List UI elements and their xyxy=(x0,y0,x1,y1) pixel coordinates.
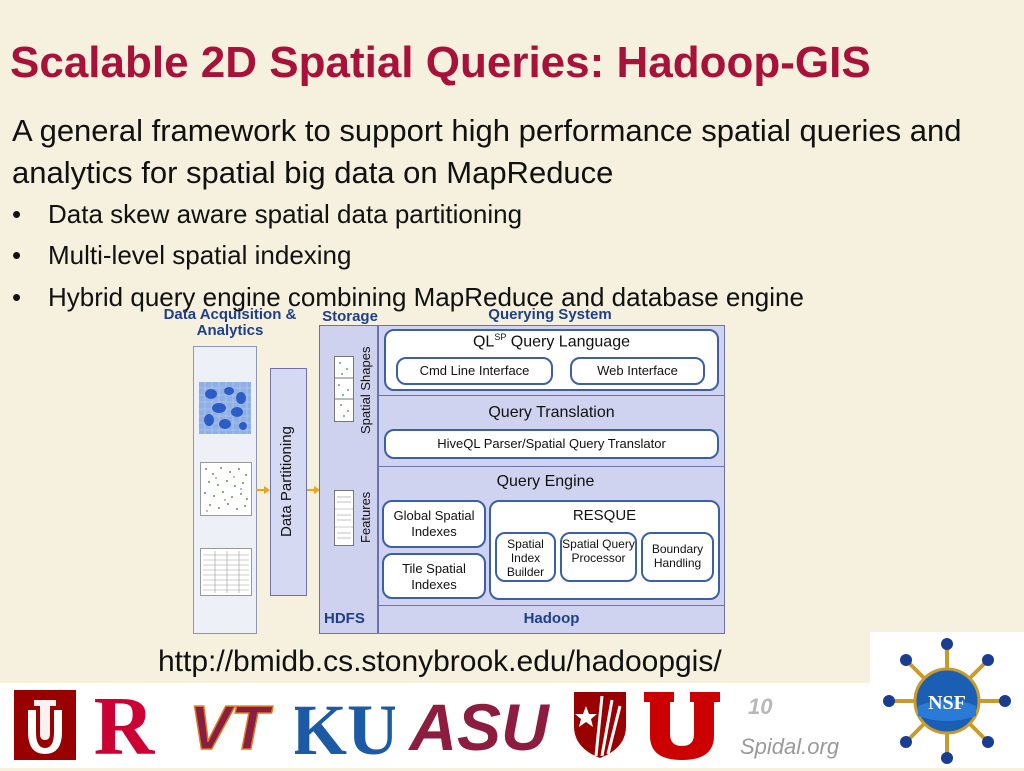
query-translation-title: Query Translation xyxy=(488,404,615,421)
web-interface-box: Web Interface xyxy=(570,357,705,385)
ku-logo: KU xyxy=(291,688,399,770)
logo-bar xyxy=(0,683,870,768)
data-partitioning-box xyxy=(270,368,307,596)
slide-title: Scalable 2D Spatial Queries: Hadoop-GIS xyxy=(10,38,871,87)
page-number: 10 xyxy=(748,694,773,719)
spatial-query-processor-box: Spatial Query Processor xyxy=(560,532,637,582)
bullet-dot: • xyxy=(12,199,22,229)
tile-spatial-indexes-box: Tile Spatial Indexes xyxy=(382,553,486,599)
divider xyxy=(378,395,725,396)
bullet-item: • Data skew aware spatial data partitioni… xyxy=(12,199,522,230)
bullet-item: • Multi-level spatial indexing xyxy=(12,240,351,271)
arrow-right-icon xyxy=(306,482,320,494)
svg-text:KU: KU xyxy=(295,690,395,762)
bullet-text: Hybrid query engine combining MapReduce … xyxy=(48,282,804,312)
spatial-shapes-label: Spatial Shapes xyxy=(358,346,373,434)
virginia-tech-logo: VT xyxy=(170,693,288,764)
storage-header: Storage xyxy=(322,308,378,325)
arrow-right-icon xyxy=(256,482,270,494)
query-language-title: QLSP Query Language xyxy=(472,332,630,351)
nsf-logo: NSF xyxy=(880,636,1014,766)
points-image-icon xyxy=(200,462,252,516)
slide-subtitle: A general framework to support high perf… xyxy=(12,113,962,190)
stony-brook-logo xyxy=(568,686,632,762)
resque-title: RESQUE xyxy=(572,507,637,524)
svg-text:ASU: ASU xyxy=(407,692,551,760)
hdfs-label: HDFS xyxy=(324,610,365,627)
utah-logo xyxy=(640,688,724,762)
features-label: Features xyxy=(358,491,373,543)
data-partitioning-label: Data Partitioning xyxy=(278,426,295,538)
bullet-dot: • xyxy=(12,282,22,312)
bullet-text: Multi-level spatial indexing xyxy=(48,240,352,270)
spatial-index-builder-box: Spatial Index Builder xyxy=(495,532,556,582)
table-image-icon xyxy=(200,548,252,596)
asu-logo: ASU xyxy=(404,690,554,764)
cmd-line-interface-box: Cmd Line Interface xyxy=(396,357,553,385)
features-stack-icon xyxy=(334,490,354,546)
rutgers-logo: R xyxy=(88,680,160,771)
querying-system-header: Querying System xyxy=(488,306,612,323)
bullet-item: • Hybrid query engine combining MapReduce… xyxy=(12,282,804,313)
project-url: http://bmidb.cs.stonybrook.edu/hadoopgis… xyxy=(158,645,722,678)
tissue-image-icon xyxy=(199,382,251,434)
divider xyxy=(378,466,725,467)
svg-text:VT: VT xyxy=(189,694,273,757)
iu-logo xyxy=(14,690,76,760)
bullet-text: Data skew aware spatial data partitionin… xyxy=(48,199,523,229)
hadoop-label: Hadoop xyxy=(523,610,580,627)
spatial-shapes-stack-icon xyxy=(334,356,354,422)
bullet-dot: • xyxy=(12,240,22,270)
acquisition-header: Data Acquisition & Analytics xyxy=(163,306,297,339)
global-spatial-indexes-box: Global Spatial Indexes xyxy=(382,500,486,548)
hiveql-parser-box: HiveQL Parser/Spatial Query Translator xyxy=(384,429,719,459)
boundary-handling-box: Boundary Handling xyxy=(641,532,714,582)
query-engine-title: Query Engine xyxy=(496,473,595,490)
footer-text: Spidal.org xyxy=(740,734,840,759)
divider xyxy=(378,605,725,606)
svg-text:NSF: NSF xyxy=(928,692,966,714)
svg-text:R: R xyxy=(94,688,156,762)
